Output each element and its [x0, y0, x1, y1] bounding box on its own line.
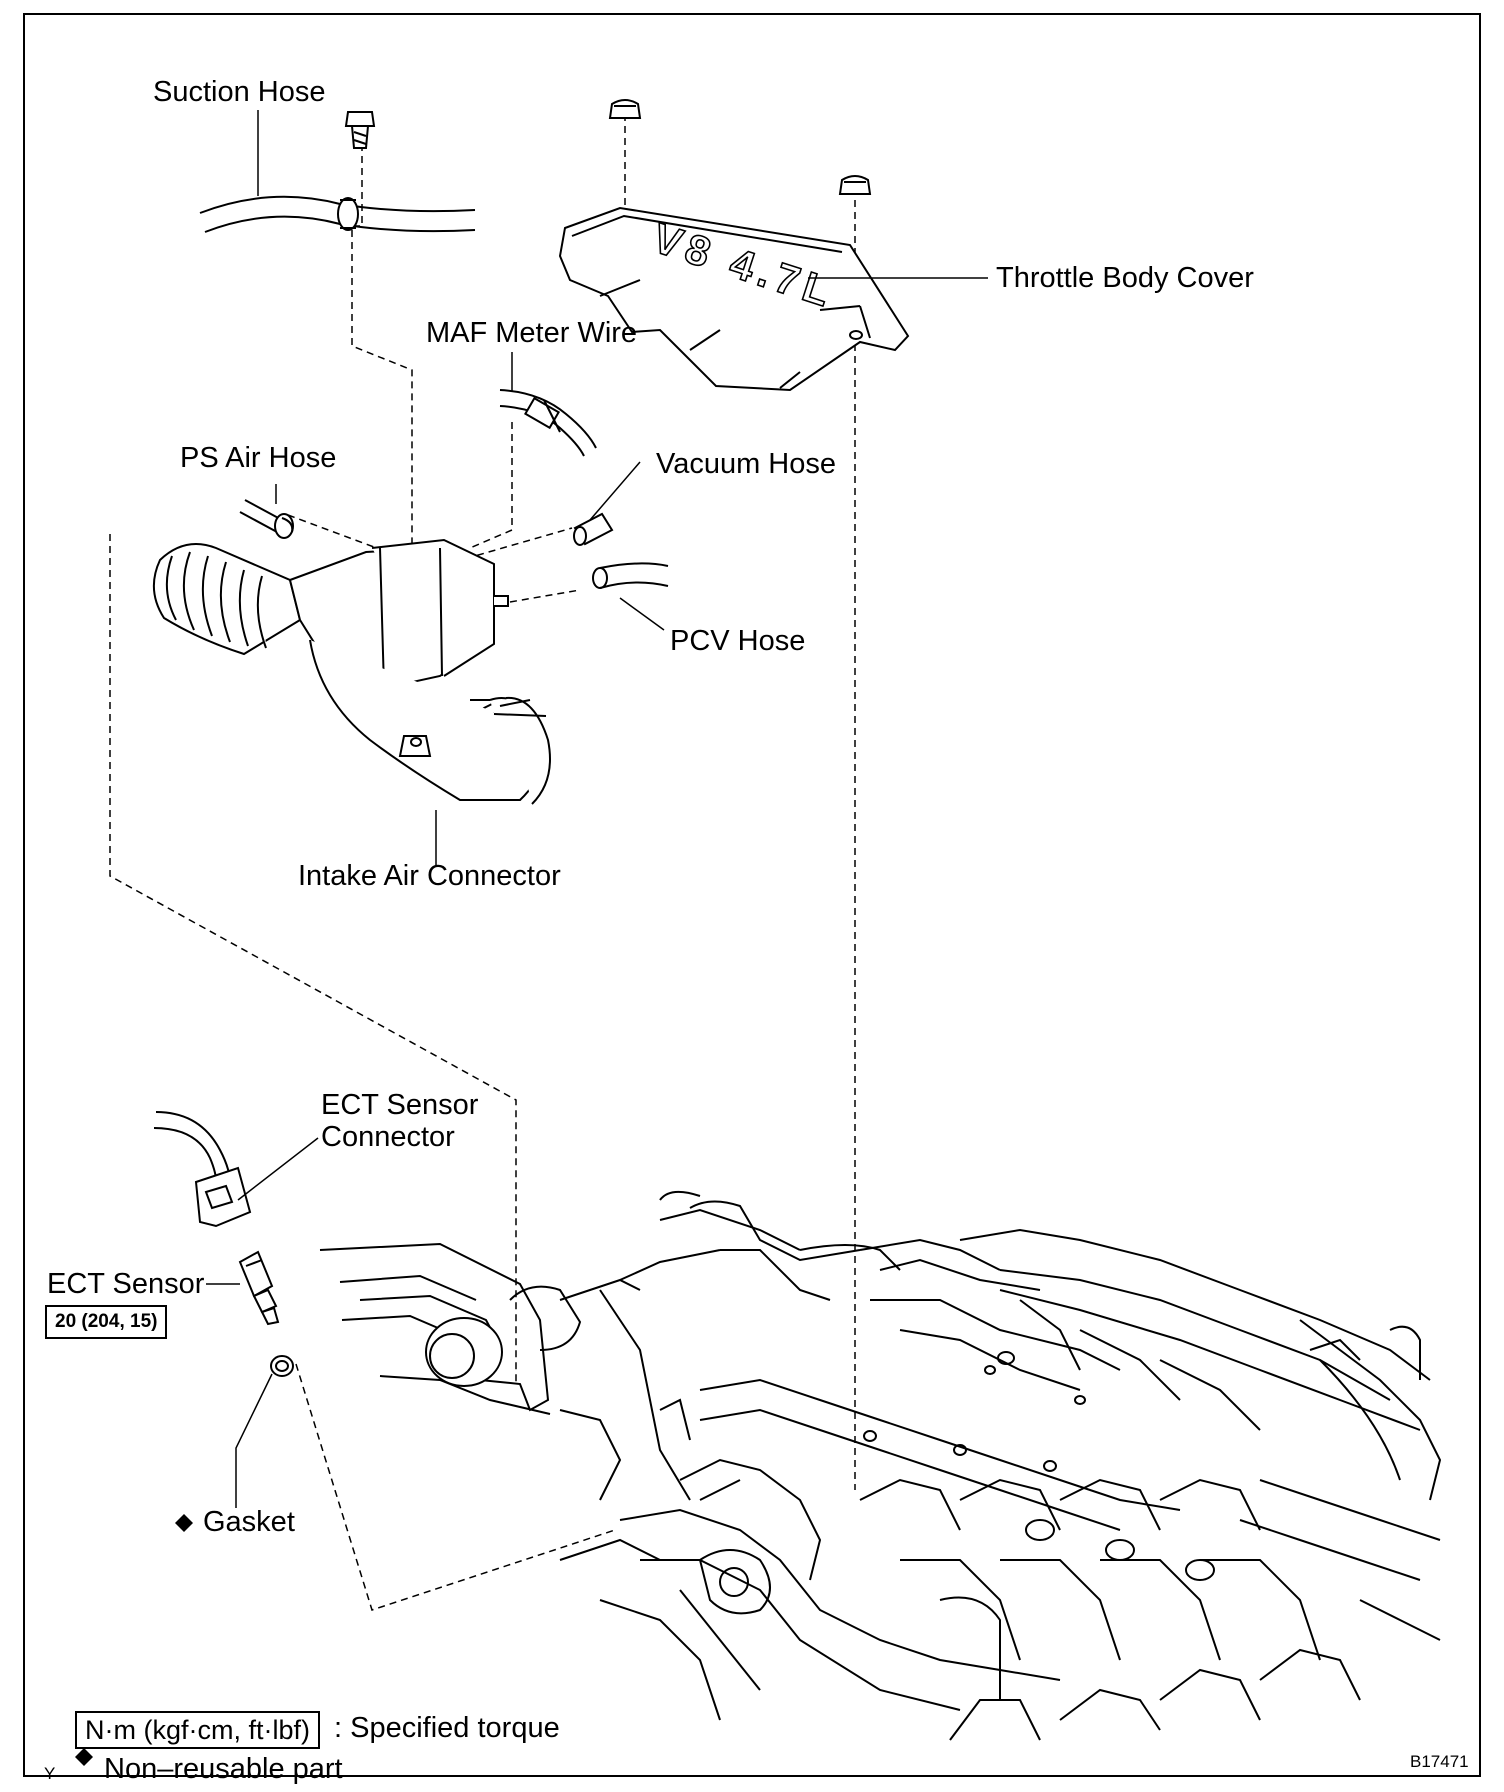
label-throttle-body-cover: Throttle Body Cover — [996, 262, 1254, 294]
label-ps-air-hose: PS Air Hose — [180, 442, 337, 474]
diamond-icon — [75, 1748, 93, 1766]
label-ect-sensor: ECT Sensor — [47, 1268, 205, 1300]
dashed-reference-lines — [109, 114, 856, 1611]
engine-assembly — [319, 1190, 1442, 1741]
label-suction-hose: Suction Hose — [153, 76, 326, 108]
bolt — [344, 111, 376, 149]
label-ect-sensor-connector-line2: Connector — [321, 1121, 455, 1153]
maf-meter-wire — [499, 389, 597, 457]
label-gasket: Gasket — [203, 1506, 295, 1538]
vacuum-hose — [573, 512, 614, 546]
intake-air-connector — [153, 538, 551, 805]
label-ect-sensor-connector-line1: ECT Sensor — [321, 1089, 479, 1121]
ect-sensor — [238, 1250, 280, 1326]
label-pcv-hose: PCV Hose — [670, 625, 806, 657]
ect-sensor-connector — [153, 1111, 252, 1228]
nut-right — [838, 175, 872, 195]
legend-torque-desc: : Specified torque — [334, 1712, 560, 1744]
figure-border — [23, 13, 1481, 1777]
ect-sensor-torque: 20 (204, 15) — [45, 1305, 168, 1339]
label-vacuum-hose: Vacuum Hose — [656, 448, 836, 480]
ps-air-hose — [239, 499, 294, 539]
leader-lines — [206, 110, 988, 1508]
legend-nonreusable-desc: Non–reusable part — [104, 1753, 343, 1785]
gasket — [270, 1355, 294, 1377]
legend-torque-unit: N·m (kgf·cm, ft·lbf) — [75, 1711, 320, 1749]
throttle-body-cover: V8 4.7L — [558, 206, 910, 392]
nut-left — [608, 99, 642, 119]
diamond-icon — [175, 1514, 193, 1532]
suction-hose — [199, 195, 476, 233]
figure-code: B17471 — [1410, 1752, 1469, 1771]
pcv-hose — [592, 562, 669, 589]
label-intake-air-connector: Intake Air Connector — [298, 860, 561, 892]
label-maf-meter-wire: MAF Meter Wire — [426, 317, 638, 349]
corner-mark: Y — [44, 1764, 56, 1783]
